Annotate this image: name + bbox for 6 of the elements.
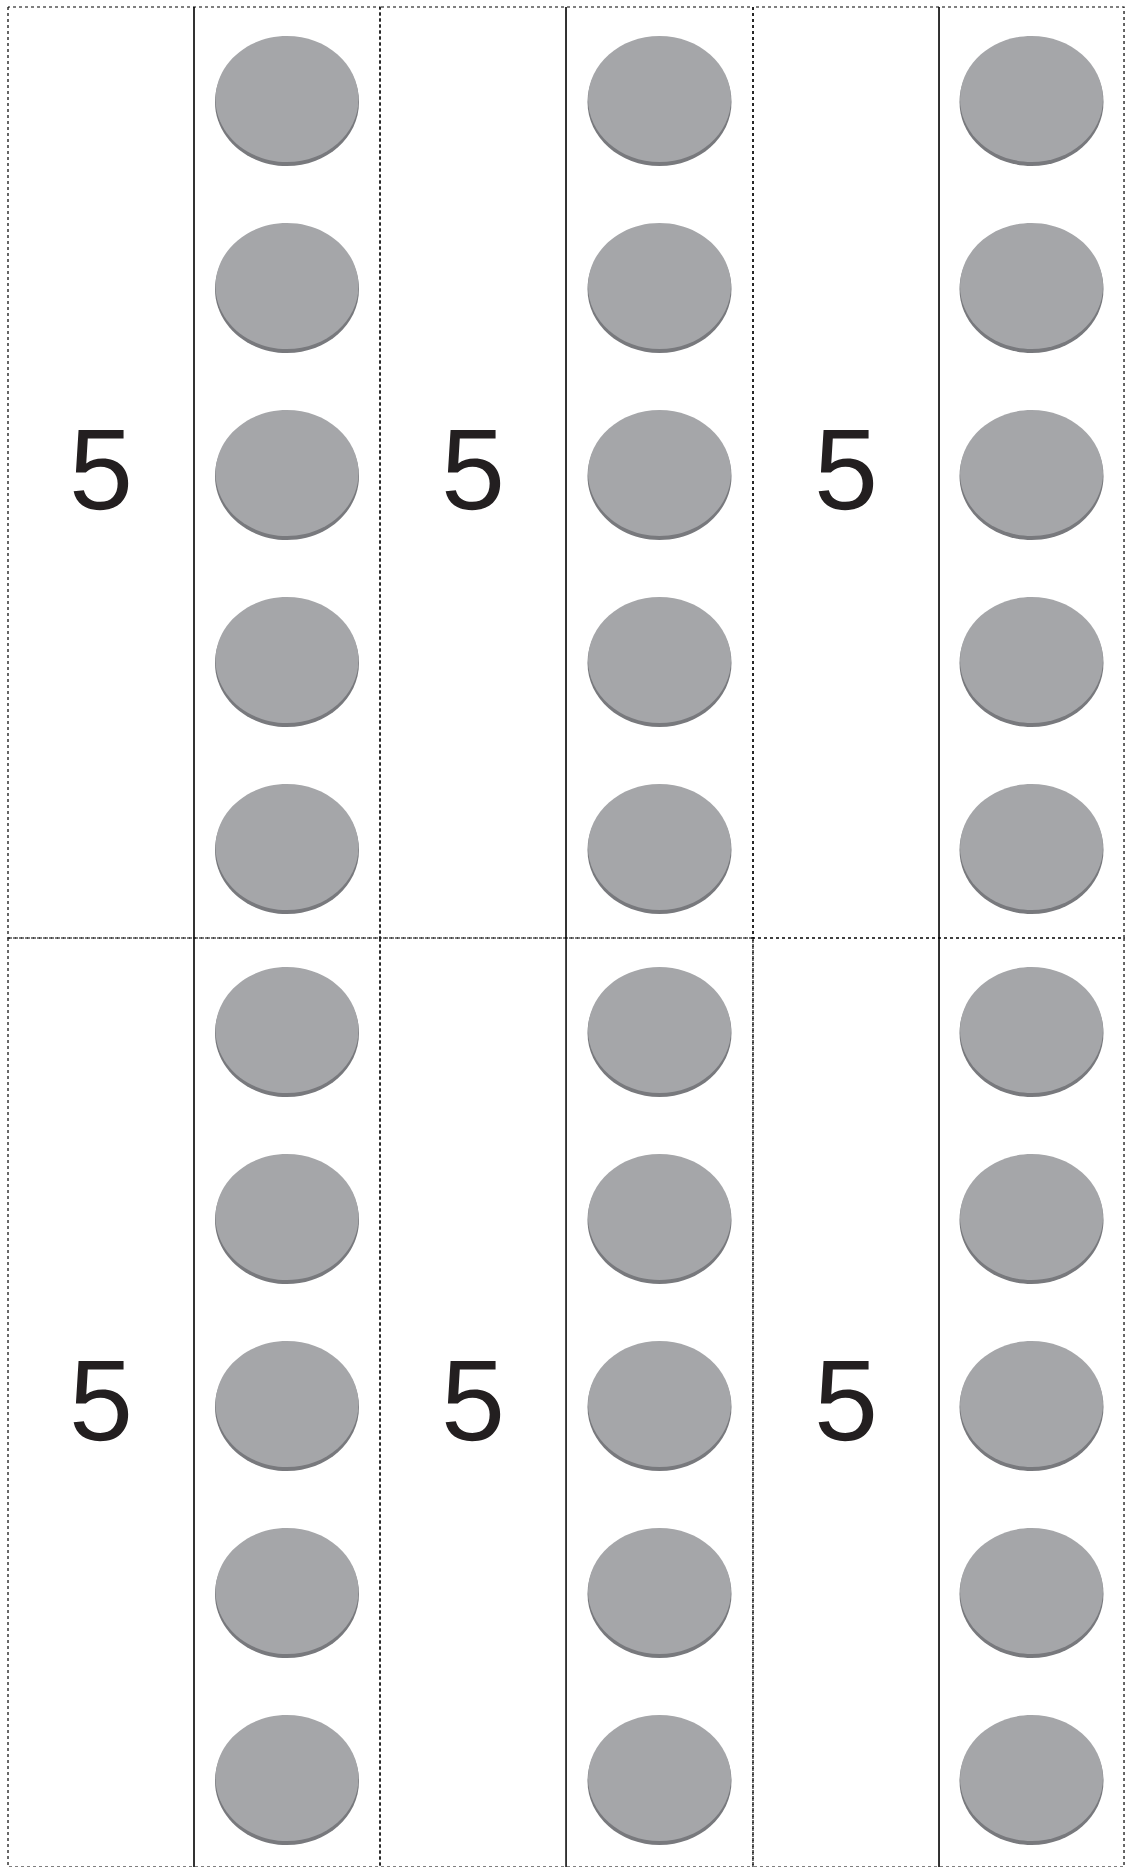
counter-card: 5 bbox=[7, 937, 381, 1867]
counter-card: 5 bbox=[379, 6, 754, 939]
counter-card: 5 bbox=[752, 6, 1125, 939]
counter-card: 5 bbox=[752, 937, 1125, 1867]
counter-card: 5 bbox=[7, 6, 381, 939]
counter-card: 5 bbox=[379, 937, 754, 1867]
